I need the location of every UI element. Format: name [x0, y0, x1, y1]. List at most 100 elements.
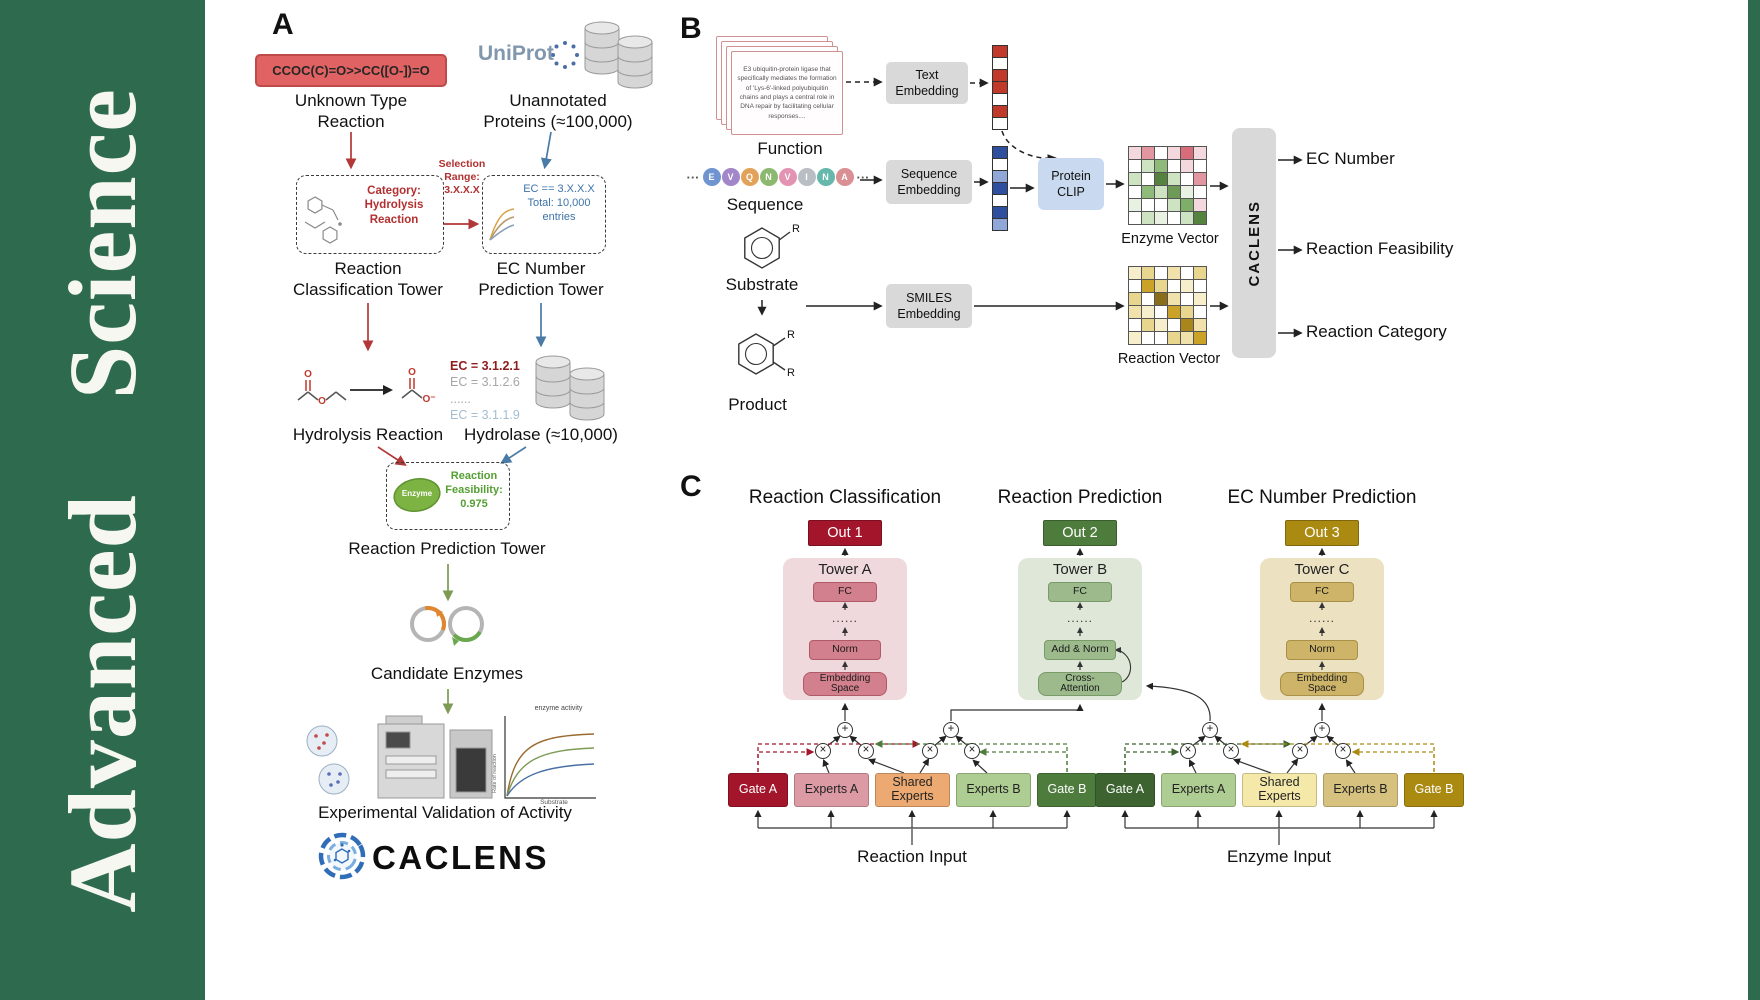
- enzyme-input-label: Enzyme Input: [1227, 847, 1331, 866]
- enzyme-blob-label: Enzyme: [401, 489, 433, 498]
- sum-node: +: [1314, 722, 1330, 738]
- svg-text:O: O: [304, 369, 312, 380]
- matrix-cell: [1181, 319, 1194, 332]
- matrix-cell: [1155, 280, 1168, 293]
- activity-graph: [504, 716, 596, 799]
- matrix-cell: [1194, 186, 1207, 199]
- matrix-cell: [1181, 280, 1194, 293]
- output-ec-number: EC Number: [1306, 149, 1395, 168]
- vector-cell: [993, 106, 1007, 118]
- matrix-cell: [1168, 293, 1181, 306]
- matrix-cell: [1142, 199, 1155, 212]
- product-node: ×: [922, 743, 938, 759]
- vector-cell: [993, 46, 1007, 58]
- unannotated-proteins-label: Unannotated Proteins (≈100,000): [483, 91, 633, 132]
- petri-dish-icon: [306, 725, 350, 795]
- product-node: ×: [1223, 743, 1239, 759]
- fc-box: FC: [813, 582, 877, 602]
- panel-a-arrows: [345, 131, 552, 715]
- matrix-cell: [1168, 267, 1181, 280]
- matrix-cell: [1194, 332, 1207, 345]
- embedding-space-box: Embedding Space: [1280, 672, 1364, 696]
- tower-b-arrows: [1077, 602, 1132, 683]
- product-label: Product: [728, 395, 787, 414]
- ec-prediction-dashed-box: [482, 175, 606, 254]
- residue-circle: N: [816, 168, 835, 186]
- matrix-cell: [1194, 306, 1207, 319]
- moe-box-gate-a: Gate A: [1095, 773, 1155, 807]
- vector-cell: [993, 82, 1007, 94]
- reaction-vector-matrix: [1128, 266, 1207, 345]
- cross-attention-box: Cross- Attention: [1038, 672, 1122, 696]
- caclens-bar-label: CACLENS: [1245, 199, 1263, 287]
- matrix-cell: [1142, 319, 1155, 332]
- residue-circle: E: [702, 168, 721, 186]
- out2-box: Out 2: [1043, 520, 1117, 546]
- matrix-cell: [1194, 160, 1207, 173]
- product-node: ×: [964, 743, 980, 759]
- plasmid-icons: [410, 606, 484, 646]
- residue-circle: A: [835, 168, 854, 186]
- reaction-skeleton: [297, 378, 423, 401]
- matrix-cell: [1142, 332, 1155, 345]
- matrix-cell: [1155, 147, 1168, 160]
- matrix-cell: [1129, 306, 1142, 319]
- panel-c-label: C: [680, 470, 702, 503]
- out3-box: Out 3: [1285, 520, 1359, 546]
- sum-node: +: [837, 722, 853, 738]
- matrix-cell: [1194, 280, 1207, 293]
- moe-box-gate-b: Gate B: [1037, 773, 1097, 807]
- matrix-cell: [1194, 147, 1207, 160]
- reaction-classification-dashed-box: [296, 175, 444, 254]
- smiles-reaction-box: CCOC(C)=O>>CC([O-])=O: [255, 54, 447, 87]
- moe-box-shared-experts: Shared Experts: [1242, 773, 1317, 807]
- sequence-embedding-box: Sequence Embedding: [886, 160, 972, 204]
- matrix-cell: [1142, 186, 1155, 199]
- feasibility-dashed-box: [386, 462, 510, 530]
- matrix-cell: [1155, 160, 1168, 173]
- tower-dots: ......: [1308, 611, 1335, 625]
- graph-title: enzyme activity: [534, 705, 583, 712]
- enzyme-blob-icon: [393, 477, 441, 513]
- add-norm-box: Add & Norm: [1044, 640, 1116, 660]
- benzene-substrate-icon: [744, 227, 791, 269]
- matrix-cell: [1181, 160, 1194, 173]
- matrix-cell: [1194, 199, 1207, 212]
- matrix-cell: [1168, 212, 1181, 225]
- ec-range-label: EC == 3.X.X.X Total: 10,000 entries: [523, 183, 595, 223]
- matrix-cell: [1168, 147, 1181, 160]
- ec-list-item: EC = 3.1.2.1: [450, 359, 520, 373]
- vector-cell: [993, 58, 1007, 70]
- matrix-cell: [1181, 212, 1194, 225]
- moe-box-shared-experts: Shared Experts: [875, 773, 950, 807]
- ec-list-item: EC = 3.1.2.6: [450, 375, 520, 390]
- matrix-cell: [1181, 173, 1194, 186]
- classification-tower-label: Reaction Classification Tower: [293, 259, 443, 300]
- matrix-cell: [1194, 267, 1207, 280]
- tower-dots: ......: [831, 611, 858, 625]
- text-embedding-box: Text Embedding: [886, 62, 968, 104]
- matrix-cell: [1142, 173, 1155, 186]
- caclens-wordmark: CACLENS: [372, 839, 550, 876]
- ellipsis: ···: [686, 169, 700, 185]
- reaction-input-label: Reaction Input: [857, 847, 967, 866]
- vector-cell: [993, 118, 1007, 129]
- svg-text:O⁻: O⁻: [422, 394, 435, 405]
- unknown-reaction-label: Unknown Type Reaction: [294, 91, 408, 132]
- column-title-reaction-prediction: Reaction Prediction: [997, 487, 1163, 508]
- matrix-cell: [1194, 319, 1207, 332]
- atom-labels: O O O O⁻: [304, 367, 435, 407]
- experimental-validation-label: Experimental Validation of Activity: [318, 803, 572, 822]
- enzyme-vector-matrix: [1128, 146, 1207, 225]
- substrate-label: Substrate: [725, 275, 799, 294]
- output-reaction-feasibility: Reaction Feasibility: [1306, 239, 1454, 258]
- tower-title: Tower B: [1052, 561, 1108, 578]
- matrix-cell: [1155, 186, 1168, 199]
- matrix-cell: [1194, 212, 1207, 225]
- sum-node: +: [1202, 722, 1218, 738]
- matrix-cell: [1155, 173, 1168, 186]
